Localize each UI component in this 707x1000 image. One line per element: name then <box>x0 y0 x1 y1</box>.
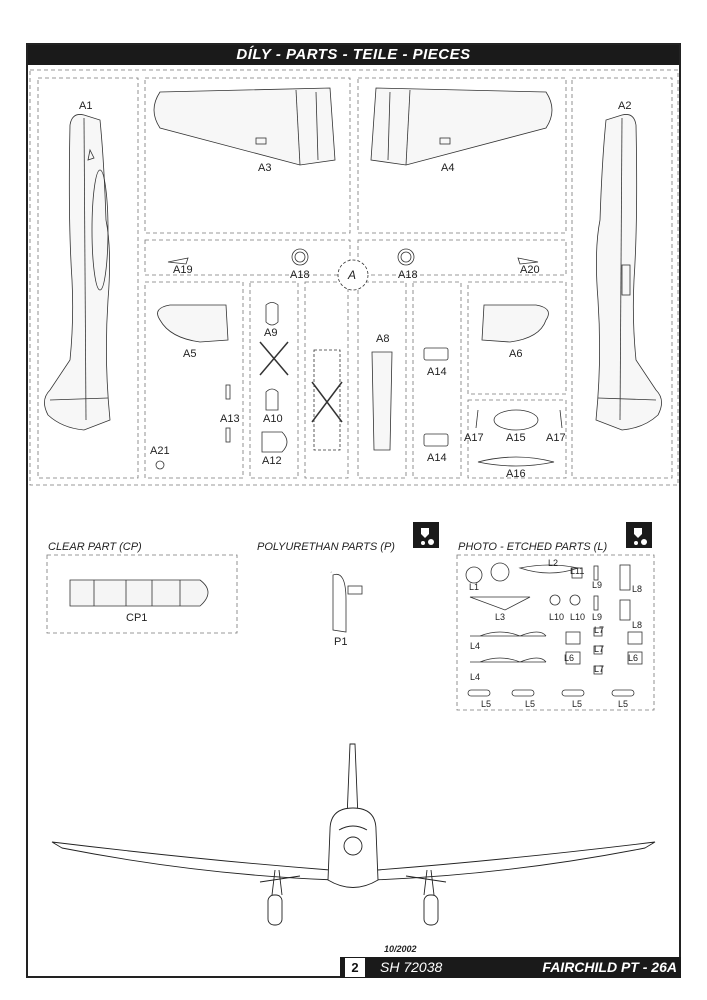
label-l1: L1 <box>469 582 480 592</box>
label-l9-top: L9 <box>592 580 603 590</box>
label-l5-1: L5 <box>481 699 492 709</box>
label-a4: A4 <box>441 162 455 174</box>
label-l4-bottom: L4 <box>470 672 481 682</box>
label-a10: A10 <box>263 413 283 425</box>
label-a16: A16 <box>506 468 526 480</box>
label-a6: A6 <box>509 348 523 360</box>
label-l10-right: L10 <box>570 612 586 622</box>
label-a20: A20 <box>520 264 540 276</box>
polyurethan-title: POLYURETHAN PARTS (P) <box>257 541 395 553</box>
label-a14-top: A14 <box>427 366 447 378</box>
label-a18-right: A18 <box>398 269 418 281</box>
label-a18-left: A18 <box>290 269 310 281</box>
label-a2: A2 <box>618 100 632 112</box>
label-l10-left: L10 <box>549 612 565 622</box>
label-a15: A15 <box>506 432 526 444</box>
label-l6-left: L6 <box>564 653 575 663</box>
glue-warning-icon <box>413 522 439 548</box>
label-l5-2: L5 <box>525 699 536 709</box>
label-l4-top: L4 <box>470 641 481 651</box>
label-l9-bottom: L9 <box>592 612 603 622</box>
label-a13: A13 <box>220 413 240 425</box>
label-a1: A1 <box>79 100 93 112</box>
label-a8: A8 <box>376 333 390 345</box>
sprue-letter: A <box>348 268 357 282</box>
label-a5: A5 <box>183 348 197 360</box>
label-a3: A3 <box>258 162 272 174</box>
page-title: DÍLY - PARTS - TEILE - PIECES <box>28 45 679 65</box>
page-number: 2 <box>345 958 365 977</box>
label-a21: A21 <box>150 445 170 457</box>
label-a9: A9 <box>264 327 278 339</box>
label-cp1: CP1 <box>126 612 148 624</box>
label-l6-right: L6 <box>628 653 639 663</box>
label-a14-bottom: A14 <box>427 452 447 464</box>
label-a17-left: A17 <box>464 432 484 444</box>
label-l7-mid: L7 <box>594 644 605 654</box>
release-date: 10/2002 <box>384 944 417 954</box>
etched-title: PHOTO - ETCHED PARTS (L) <box>458 541 608 553</box>
label-a17-right: A17 <box>546 432 566 444</box>
label-l11: L11 <box>570 566 585 576</box>
clear-part-title: CLEAR PART (CP) <box>48 541 142 553</box>
kit-code: SH 72038 <box>380 959 443 975</box>
label-l8-bottom: L8 <box>632 620 643 630</box>
label-l2: L2 <box>548 558 559 568</box>
label-l3: L3 <box>495 612 506 622</box>
label-l7-top: L7 <box>594 625 605 635</box>
footer-bar <box>340 957 681 978</box>
glue-warning-icon <box>626 522 652 548</box>
label-l5-3: L5 <box>572 699 583 709</box>
label-a12: A12 <box>262 455 282 467</box>
label-a19: A19 <box>173 264 193 276</box>
label-l7-bottom: L7 <box>594 664 605 674</box>
label-l8-top: L8 <box>632 584 643 594</box>
label-l5-4: L5 <box>618 699 629 709</box>
model-name: FAIRCHILD PT - 26A <box>542 959 677 975</box>
label-p1: P1 <box>334 636 348 648</box>
